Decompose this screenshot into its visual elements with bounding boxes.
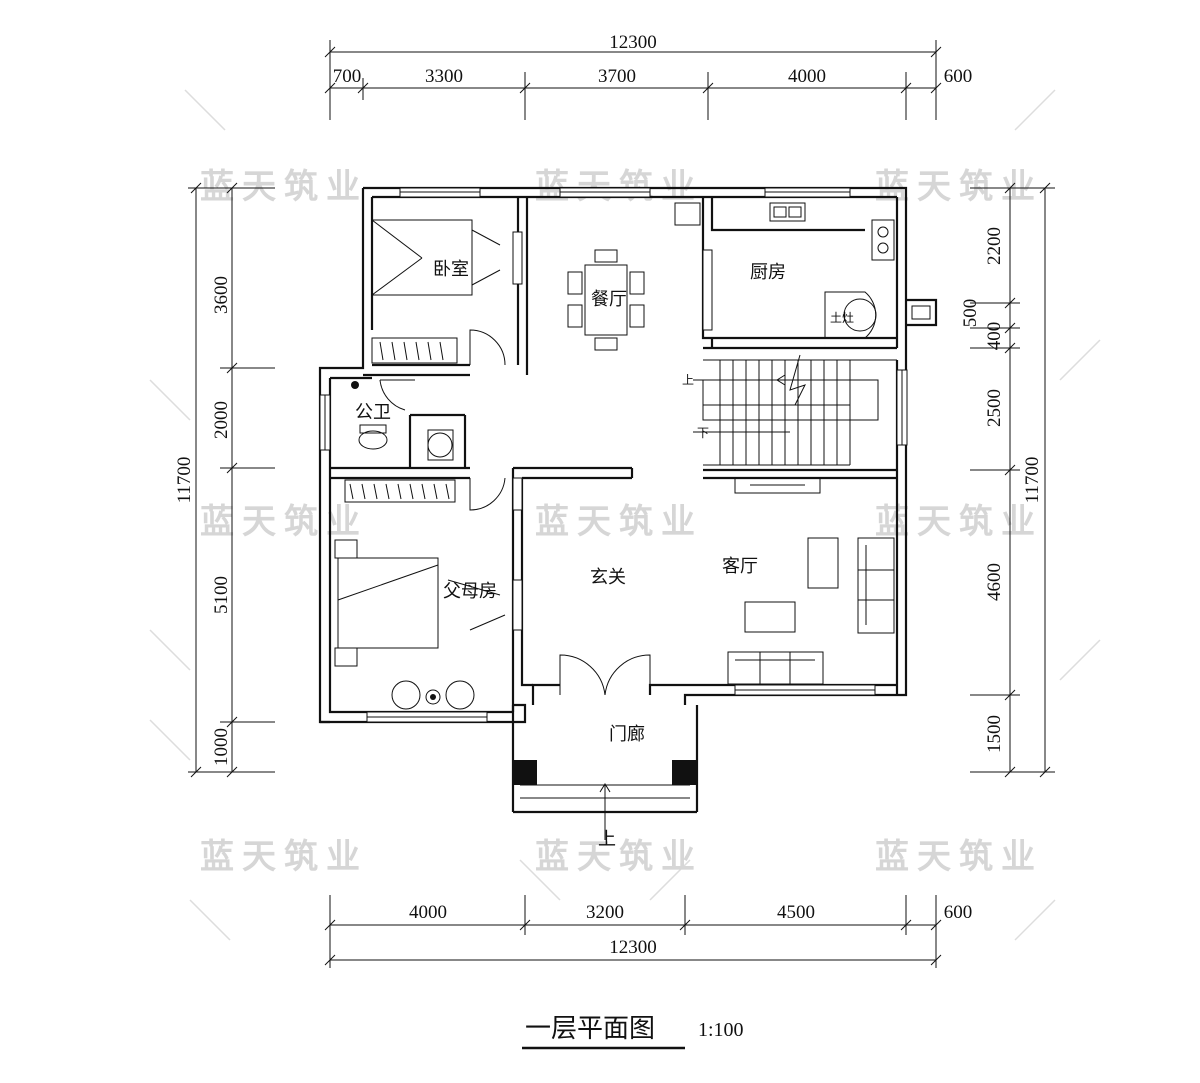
dim-left-seg: 5100 — [211, 576, 232, 614]
dining-furniture — [567, 202, 701, 351]
dim-right-total: 11700 — [1022, 457, 1043, 504]
watermark-text: 蓝天筑业 — [200, 837, 368, 877]
right-dimensions: 2200 500 400 2500 4600 1500 11700 — [960, 182, 1055, 778]
dim-right-seg: 500 — [960, 299, 981, 328]
dim-top-seg: 700 — [333, 66, 362, 87]
label-stove: 土灶 — [830, 311, 854, 325]
watermark-text: 蓝天筑业 — [535, 502, 703, 542]
label-dining: 餐厅 — [591, 289, 627, 310]
drawing-scale: 1:100 — [698, 1019, 744, 1041]
dim-bottom-seg: 4500 — [777, 902, 815, 923]
label-parents-room: 父母房 — [443, 581, 497, 602]
label-entry-up: 上 — [598, 829, 616, 850]
dim-left-seg: 2000 — [211, 401, 232, 439]
dim-top-seg: 4000 — [788, 66, 826, 87]
watermark-texts: 蓝天筑业 蓝天筑业 蓝天筑业 蓝天筑业 蓝天筑业 蓝天筑业 蓝天筑业 蓝天筑业 … — [200, 167, 1043, 877]
watermark-text: 蓝天筑业 — [535, 837, 703, 877]
label-living: 客厅 — [722, 556, 758, 577]
top-dimensions: 12300 700 3300 3700 4000 600 — [324, 32, 973, 120]
interior-walls — [330, 197, 897, 712]
dim-right-seg: 1500 — [984, 715, 1005, 753]
bedroom-furniture — [371, 219, 501, 364]
watermark-text: 蓝天筑业 — [200, 502, 368, 542]
left-dimensions: 11700 3600 2000 5100 1000 — [174, 182, 275, 778]
bottom-dimensions: 4000 3200 4500 600 12300 — [324, 895, 973, 968]
label-porch: 门廊 — [609, 724, 645, 745]
dim-bottom-seg: 600 — [944, 902, 973, 923]
dim-left-total: 11700 — [174, 457, 195, 504]
watermark-text: 蓝天筑业 — [875, 837, 1043, 877]
watermark-text: 蓝天筑业 — [875, 502, 1043, 542]
drawing-title-block: 一层平面图 1:100 — [522, 1014, 744, 1050]
dim-top-seg: 3700 — [598, 66, 636, 87]
dim-left-seg: 1000 — [211, 728, 232, 766]
dim-bottom-total: 12300 — [609, 937, 657, 958]
dim-top-seg: 3300 — [425, 66, 463, 87]
kitchen-furniture — [769, 202, 895, 339]
room-labels: 卧室 餐厅 厨房 土灶 公卫 上 下 玄关 客厅 父母房 门廊 上 — [355, 259, 854, 850]
living-furniture — [727, 537, 895, 685]
watermark-text: 蓝天筑业 — [200, 167, 368, 207]
label-foyer: 玄关 — [590, 567, 626, 588]
dim-right-seg: 2500 — [984, 389, 1005, 427]
label-stairs-down: 下 — [697, 426, 709, 440]
dim-right-seg: 4600 — [984, 563, 1005, 601]
parents-furniture — [334, 479, 506, 710]
dim-top-seg: 600 — [944, 66, 973, 87]
dim-bottom-seg: 3200 — [586, 902, 624, 923]
label-stairs-up: 上 — [682, 373, 694, 387]
dim-right-seg: 2200 — [984, 227, 1005, 265]
dim-left-seg: 3600 — [211, 276, 232, 314]
dim-top-total: 12300 — [609, 32, 657, 53]
porch — [511, 654, 699, 840]
label-bedroom: 卧室 — [433, 259, 469, 280]
bathroom-fixtures — [351, 381, 454, 461]
dim-right-seg: 400 — [984, 322, 1005, 351]
staircase — [693, 354, 897, 494]
label-bathroom: 公卫 — [355, 402, 391, 423]
watermark-lines — [149, 89, 1101, 941]
exterior-walls — [318, 186, 938, 724]
dim-bottom-seg: 4000 — [409, 902, 447, 923]
label-kitchen: 厨房 — [750, 262, 786, 283]
drawing-title: 一层平面图 — [525, 1014, 655, 1044]
